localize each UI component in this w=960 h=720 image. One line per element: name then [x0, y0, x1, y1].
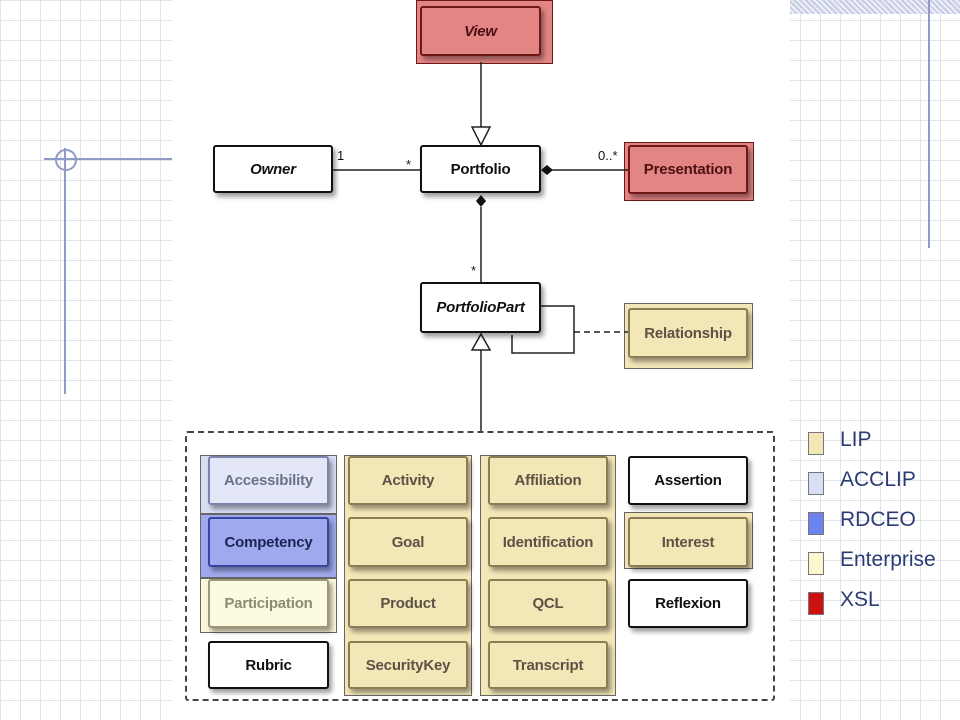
class-competency: Competency [208, 517, 329, 567]
self-association-loop [511, 305, 575, 354]
class-goal: Goal [348, 517, 468, 567]
legend-swatch-acclip [808, 472, 824, 495]
class-security-key: SecurityKey [348, 641, 468, 689]
legend-label: LIP [840, 428, 872, 451]
slide-decoration-line [64, 148, 66, 394]
legend-swatch-xsl [808, 592, 824, 615]
slide-decoration-line [928, 0, 930, 248]
legend-item: Enterprise [806, 546, 956, 576]
legend-label: Enterprise [840, 548, 936, 571]
class-product: Product [348, 579, 468, 628]
class-accessibility: Accessibility [208, 456, 329, 505]
class-reflexion: Reflexion [628, 579, 748, 628]
legend-label: XSL [840, 588, 880, 611]
class-presentation: Presentation [628, 145, 748, 194]
class-activity: Activity [348, 456, 468, 505]
class-portfolio: Portfolio [420, 145, 541, 193]
portfolio-part-subtypes-group [185, 431, 775, 701]
slide-decoration-line [44, 158, 172, 160]
class-transcript: Transcript [488, 641, 608, 689]
class-qcl: QCL [488, 579, 608, 628]
class-portfolio-part: PortfolioPart [420, 282, 541, 333]
composition-diamond [476, 195, 486, 207]
multiplicity-presentation: 0..* [598, 148, 618, 163]
legend-item: LIP [806, 426, 956, 456]
class-owner: Owner [213, 145, 333, 193]
legend-label: RDCEO [840, 508, 916, 531]
legend-label: ACCLIP [840, 468, 916, 491]
class-view: View [420, 6, 541, 56]
composition-diamond [541, 165, 553, 175]
legend-item: ACCLIP [806, 466, 956, 496]
generalization-arrowhead [470, 332, 492, 351]
legend-swatch-enterprise [808, 552, 824, 575]
legend-swatch-lip [808, 432, 824, 455]
multiplicity-portfolio-part: * [471, 263, 477, 278]
class-interest: Interest [628, 517, 748, 567]
class-participation: Participation [208, 579, 329, 628]
multiplicity-portfolio-owner: * [406, 157, 412, 172]
class-rubric: Rubric [208, 641, 329, 689]
generalization-arrowhead [470, 126, 492, 147]
legend-item: RDCEO [806, 506, 956, 536]
slide-decoration-circle [55, 149, 77, 171]
class-relationship: Relationship [628, 308, 748, 358]
multiplicity-owner: 1 [337, 148, 345, 163]
legend-item: XSL [806, 586, 956, 616]
legend-swatch-rdceo [808, 512, 824, 535]
class-assertion: Assertion [628, 456, 748, 505]
class-identification: Identification [488, 517, 608, 567]
class-affiliation: Affiliation [488, 456, 608, 505]
slide-decoration-stripe [790, 0, 960, 14]
